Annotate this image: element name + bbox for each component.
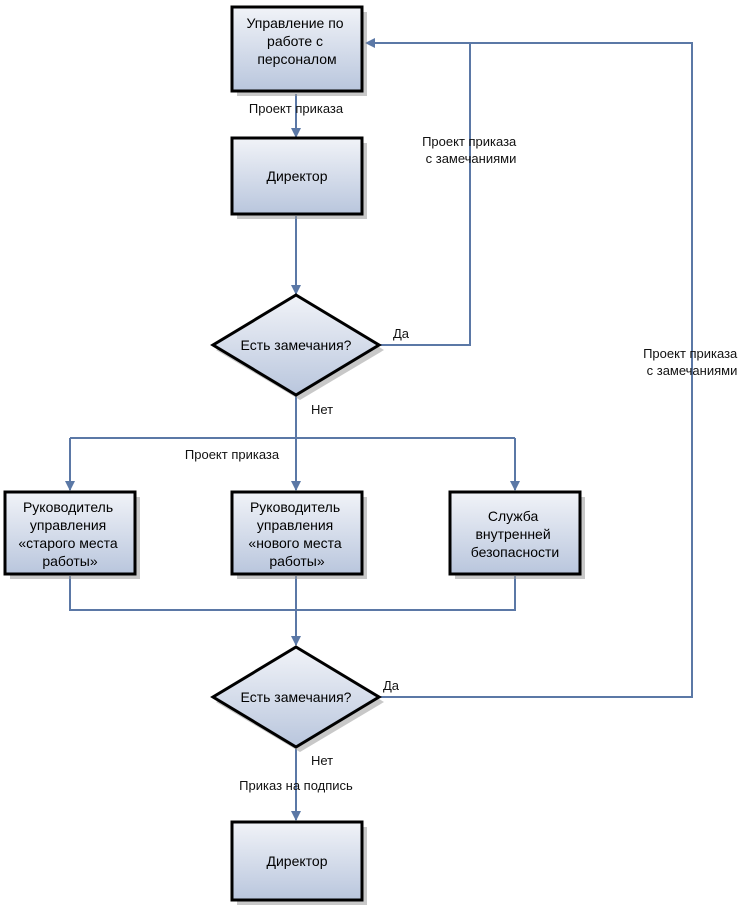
node-head-new-line-3: «нового места — [248, 535, 342, 551]
node-head-old-line-2: управления — [30, 517, 106, 533]
svg-text:Руководитель управления: Руководитель управления «нового места ра… — [248, 499, 345, 569]
edge-label-draft-with-remarks-2-line-2: с замечаниями — [647, 363, 738, 378]
node-head-old-line-4: работы» — [42, 553, 98, 569]
edge-label-draft-order-2: Проект приказа — [185, 447, 280, 462]
svg-text:Директор: Директор — [267, 853, 328, 869]
node-director-2: Директор — [230, 820, 367, 905]
node-hr-line-2: работе с — [267, 33, 323, 49]
node-security: Служба внутренней безопасности — [448, 490, 585, 579]
svg-text:Проект приказа с замечан: Проект приказа с замечаниями — [643, 346, 741, 378]
edges — [65, 38, 693, 821]
edge-label-yes-1: Да — [393, 326, 410, 341]
edge-merge — [69, 576, 516, 611]
node-decision-1-label: Есть замечания? — [241, 337, 352, 353]
node-hr-line-3: персоналом — [257, 51, 336, 67]
node-hr: Управление по работе с персоналом — [230, 5, 367, 96]
edge-label-no-1: Нет — [311, 402, 333, 417]
node-decision-2-label: Есть замечания? — [241, 689, 352, 705]
node-head-new-line-1: Руководитель — [250, 499, 340, 515]
node-security-line-1: Служба — [488, 508, 539, 524]
node-security-box — [448, 490, 582, 576]
node-head-new-box — [230, 490, 364, 576]
edge-decision2-yes-to-hr — [377, 42, 693, 698]
node-director-2-box — [230, 820, 364, 902]
node-decision-2-diamond — [210, 645, 382, 749]
node-head-old-line-3: «старого места — [18, 535, 118, 551]
node-head-old-box — [3, 490, 137, 576]
edge-label-draft-with-remarks-2-line-1: Проект приказа — [643, 346, 738, 361]
node-director-1: Директор — [230, 136, 367, 219]
node-head-new: Руководитель управления «нового места ра… — [230, 490, 367, 579]
node-director-2-label: Директор — [267, 853, 328, 869]
node-head-new-line-2: управления — [257, 517, 333, 533]
edge-label-no-2: Нет — [311, 753, 333, 768]
node-hr-line-1: Управление по — [247, 15, 344, 31]
edge-label-order-for-signature: Приказ на подпись — [239, 778, 353, 793]
node-security-line-2: внутренней — [475, 526, 550, 542]
edge-label-draft-with-remarks-1-line-1: Проект приказа — [422, 134, 517, 149]
node-hr-box — [230, 5, 364, 93]
node-head-old: Руководитель управления «старого места р… — [3, 490, 140, 579]
svg-text:Управление по работе с: Управление по работе с персоналом — [247, 15, 348, 67]
node-head-old-line-1: Руководитель — [23, 499, 113, 515]
edge-labels: Проект приказа Проект приказа с замечани… — [185, 101, 741, 793]
svg-text:Директор: Директор — [267, 168, 328, 184]
node-decision-1: Есть замечания? — [210, 293, 384, 400]
node-security-line-3: безопасности — [471, 544, 560, 560]
svg-text:Служба внутренней: Служба внутренней безопасности — [471, 508, 560, 560]
edge-label-draft-with-remarks-1-line-2: с замечаниями — [426, 151, 517, 166]
svg-text:Есть замечания?: Есть замечания? — [241, 337, 352, 353]
node-decision-2: Есть замечания? — [210, 645, 384, 752]
edge-label-draft-order-1: Проект приказа — [249, 101, 344, 116]
svg-text:Руководитель управления: Руководитель управления «старого места р… — [18, 499, 121, 569]
node-director-1-label: Директор — [267, 168, 328, 184]
edge-decision1-yes-to-hr — [365, 38, 471, 346]
svg-text:Есть замечания?: Есть замечания? — [241, 689, 352, 705]
node-director-1-box — [230, 136, 364, 216]
node-decision-1-diamond — [210, 293, 382, 397]
node-head-new-line-4: работы» — [269, 553, 325, 569]
svg-text:Проект приказа с замечан: Проект приказа с замечаниями — [422, 134, 520, 166]
edge-label-yes-2: Да — [383, 678, 400, 693]
